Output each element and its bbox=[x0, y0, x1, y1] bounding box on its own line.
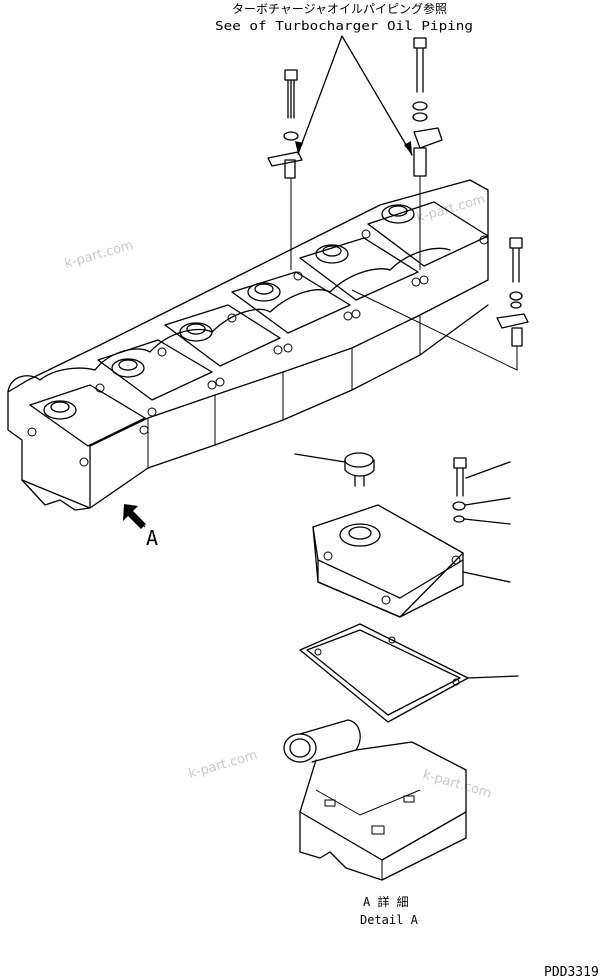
drawing-number: PDD3319 bbox=[544, 965, 599, 979]
detail-a-label-japanese: A 詳 細 bbox=[363, 894, 409, 909]
watermark: k-part.com bbox=[421, 767, 493, 801]
exploded-cover bbox=[294, 452, 511, 618]
cover-4 bbox=[227, 271, 353, 353]
view-a-marker: A bbox=[123, 504, 158, 550]
cover-2 bbox=[95, 339, 217, 417]
detail-a-label-english: Detail A bbox=[360, 913, 419, 927]
watermark: k-part.com bbox=[63, 238, 135, 272]
cover-5 bbox=[293, 237, 421, 319]
watermark: k-part.com bbox=[415, 192, 487, 226]
cover-3 bbox=[157, 304, 283, 387]
reference-note-japanese: ターボチャージャオイルパイピング参照 bbox=[232, 1, 447, 16]
cover-6 bbox=[361, 201, 489, 285]
bolt-center bbox=[412, 37, 443, 270]
reference-note-english: See of Turbocharger Oil Piping bbox=[215, 19, 473, 33]
watermark: k-part.com bbox=[187, 748, 259, 782]
rocker-cover-assembly bbox=[7, 179, 489, 511]
cover-1 bbox=[27, 384, 149, 467]
view-a-label: A bbox=[146, 526, 158, 550]
gasket bbox=[299, 623, 519, 723]
bolt-right bbox=[351, 237, 529, 371]
oil-filler-cap bbox=[294, 452, 375, 487]
bolt-left bbox=[267, 69, 303, 270]
watermarks: k-part.com k-part.com k-part.com k-part.… bbox=[63, 192, 493, 801]
detail-a-block bbox=[283, 719, 467, 881]
reference-leaders bbox=[295, 35, 413, 156]
